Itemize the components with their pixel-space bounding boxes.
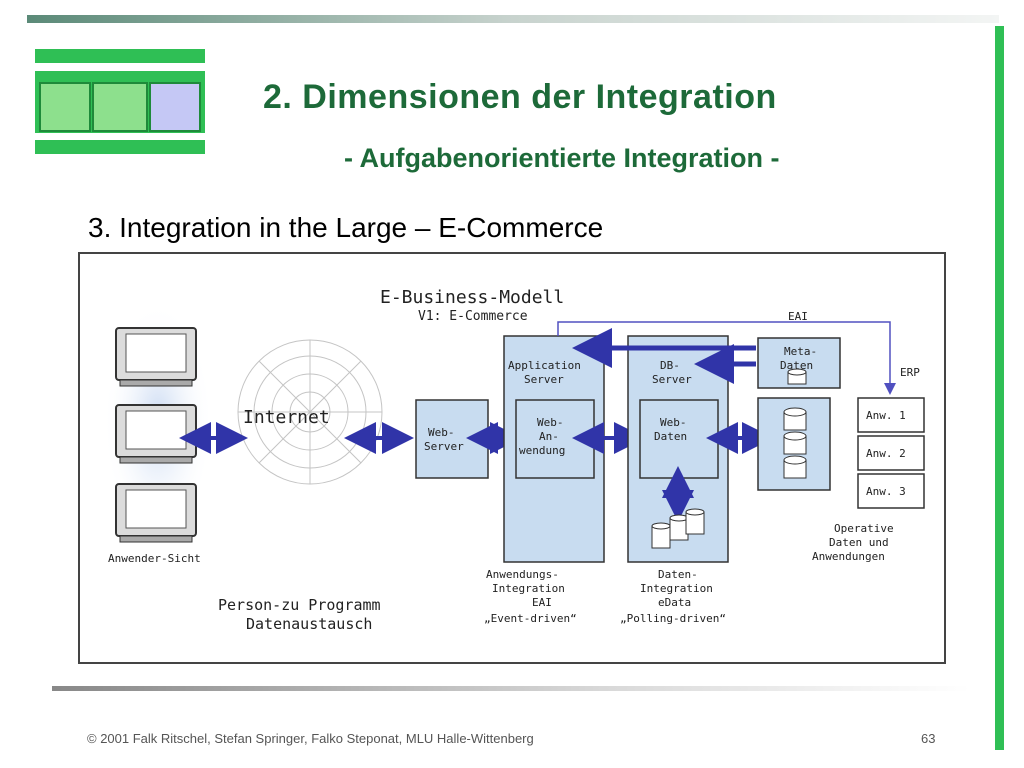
diagram-subtitle: V1: E-Commerce <box>418 309 528 324</box>
storage-cylinders-icon <box>783 407 807 479</box>
app-integration-label-2: Integration <box>492 582 565 595</box>
web-server-label-1: Web- <box>428 426 455 439</box>
logo-top-bar <box>35 49 205 63</box>
diagram-title: E-Business-Modell <box>380 287 564 308</box>
client-label: Anwender-Sicht <box>108 552 201 565</box>
meta-data-label-1: Meta- <box>784 345 817 358</box>
db-server-header-2: Server <box>652 373 692 386</box>
app-integration-label-1: Anwendungs- <box>486 568 559 581</box>
app-1-label: Anw. 1 <box>866 409 906 422</box>
app-integration-label-4: „Event-driven“ <box>484 612 577 625</box>
web-server-box <box>415 399 489 479</box>
logo-cell-2 <box>92 82 148 132</box>
right-green-bar <box>995 26 1004 750</box>
footer-copyright: © 2001 Falk Ritschel, Stefan Springer, F… <box>87 731 534 746</box>
app-2-box <box>857 435 925 471</box>
operative-label-2: Daten und <box>829 536 889 549</box>
app-server-header-2: Server <box>524 373 564 386</box>
e-business-diagram: E-Business-Modell V1: E-Commerce Anwende… <box>78 252 946 664</box>
app-2-label: Anw. 2 <box>866 447 906 460</box>
web-data-box <box>639 399 719 479</box>
page-number: 63 <box>921 731 936 746</box>
app-server-header-1: Application <box>508 359 581 372</box>
logo <box>35 49 205 155</box>
operative-label-1: Operative <box>834 522 894 535</box>
client-monitor-2 <box>115 404 197 464</box>
data-integration-label-2: Integration <box>640 582 713 595</box>
client-monitor-3 <box>115 483 197 543</box>
logo-cell-1 <box>39 82 91 132</box>
person-program-label-1: Person-zu Programm <box>218 596 381 614</box>
slide-subtitle: - Aufgabenorientierte Integration - <box>344 143 780 173</box>
web-data-label-1: Web- <box>660 416 687 429</box>
eai-top-label: EAI <box>788 310 808 323</box>
web-app-label-2: An- <box>539 430 559 443</box>
db-cylinders-icon <box>651 508 705 549</box>
app-integration-label-3: EAI <box>532 596 552 609</box>
eai-connection-line <box>557 321 896 395</box>
app-1-box <box>857 397 925 433</box>
logo-cell-3 <box>149 82 201 132</box>
operative-label-3: Anwendungen <box>812 550 885 563</box>
web-data-label-2: Daten <box>654 430 687 443</box>
meta-data-label-2: Daten <box>780 359 813 372</box>
app-3-label: Anw. 3 <box>866 485 906 498</box>
web-app-label-1: Web- <box>537 416 564 429</box>
top-frame-bar <box>27 15 999 23</box>
web-server-label-2: Server <box>424 440 464 453</box>
section-heading: 3. Integration in the Large – E-Commerce <box>88 212 604 243</box>
slide-title: 2. Dimensionen der Integration <box>263 78 777 116</box>
app-3-box <box>857 473 925 509</box>
logo-bottom-bar <box>35 140 205 154</box>
data-integration-label-4: „Polling-driven“ <box>620 612 726 625</box>
web-app-label-3: wendung <box>519 444 565 457</box>
footer-rule <box>52 686 970 691</box>
person-program-label-2: Datenaustausch <box>246 615 372 633</box>
erp-label: ERP <box>900 366 920 379</box>
meta-data-cylinder-icon <box>787 368 807 385</box>
db-server-header-1: DB- <box>660 359 680 372</box>
internet-label: Internet <box>243 407 330 428</box>
data-integration-label-3: eData <box>658 596 691 609</box>
internet-web-icon <box>237 339 383 485</box>
data-integration-label-1: Daten- <box>658 568 698 581</box>
client-monitor-1 <box>115 327 197 387</box>
